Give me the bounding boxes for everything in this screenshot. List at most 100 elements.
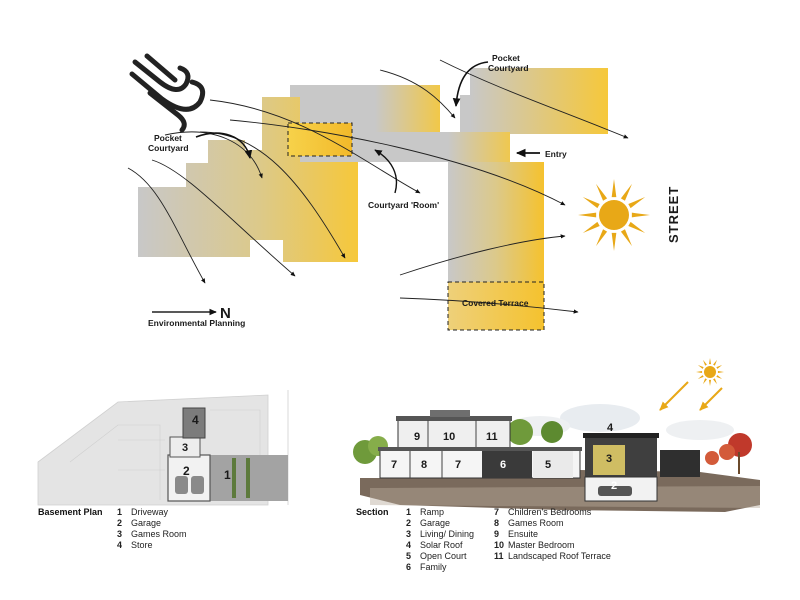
family-room-dark [482,451,532,478]
sun-ray [699,387,723,411]
sun-disc [599,200,629,230]
legend-number: 9 [494,529,500,539]
section-room-10: 10 [443,431,455,443]
legend-item: 1 Driveway [117,507,187,518]
pocket-courtyard-top-label: Pocket Courtyard [488,53,529,73]
legend-number: 2 [117,518,123,528]
legend-number: 3 [117,529,123,539]
legend-label: Store [131,540,153,550]
legend-item: 2 Garage [117,518,187,529]
legend-label: Ramp [420,507,445,517]
pocket-courtyard-left-arrow [195,132,253,159]
entry-label: Entry [545,149,567,159]
sun-ray [697,365,704,369]
legend-label: Ensuite [508,529,539,539]
legend-number: 2 [406,518,412,528]
legend-item: 4 Solar Roof [406,540,474,551]
section-room-11: 11 [486,431,498,443]
legend-item: 11 Landscaped Roof Terrace [494,551,611,562]
legend-item: 9 Ensuite [494,529,611,540]
environmental-plan: Pocket Courtyard Pocket Courtyard Entry … [127,53,681,331]
section-car [598,486,632,496]
legend-number: 8 [494,518,500,528]
section-room-2: 2 [611,480,617,492]
sun-ray [628,221,646,233]
sun-ray [582,197,600,209]
legend-label: Open Court [420,551,467,561]
legend-number: 1 [117,507,123,517]
sun-ray [716,365,723,369]
section-room-7a: 7 [391,459,397,471]
section-title: Section [356,507,389,517]
sun-ray [713,359,717,366]
covered-terrace-label: Covered Terrace [462,298,529,308]
sun-ray [578,212,597,218]
upper-floor [397,419,511,449]
sun-ray [620,229,632,247]
sun-ray [611,232,617,251]
pocket-courtyard-top-arrow [452,61,489,107]
sun-ray [582,221,600,233]
legend-number: 11 [494,551,504,561]
section-sun-icon [696,358,724,386]
basement-room-2: 2 [183,464,190,478]
sun-ray [696,370,703,374]
north-wing-sun-band [470,68,608,134]
courtyard-room-arrow [374,149,398,194]
open-court [533,451,573,478]
upper-roof [396,416,512,421]
legend-number: 4 [117,540,123,550]
legend-label: Garage [131,518,162,528]
ground-fade [370,486,760,508]
north-wing-mid-band [375,85,440,132]
legend-item: 4 Store [117,540,187,551]
car-icon [175,476,204,494]
wind-icon [129,53,206,133]
sun-disc [704,366,716,378]
north-label: N [220,305,231,322]
legend-number: 10 [494,540,505,550]
airflow-lines [127,59,629,314]
basement-room-4: 4 [192,413,199,427]
ground-floor-slab [378,447,582,451]
legend-label: Solar Roof [420,540,463,550]
section-room-8: 8 [421,459,427,471]
courtyard-room-label: Courtyard 'Room' [368,200,439,210]
sun-ray [708,358,712,365]
sun-ray [697,375,704,379]
environmental-planning-caption: Environmental Planning [148,318,245,328]
legend-label: Landscaped Roof Terrace [508,551,611,561]
sun-ray [620,183,632,201]
legend-number: 4 [406,540,412,550]
sun-ray [716,375,723,379]
section-room-4: 4 [607,422,614,434]
legend-label: Garage [420,518,451,528]
sun-ray [717,370,724,374]
legend-label: Master Bedroom [508,540,575,550]
section-room-9: 9 [414,431,420,443]
legend-item: 2 Garage [406,518,474,529]
sun-ray [631,212,650,218]
east-wing [448,162,544,282]
sun-ray [628,197,646,209]
living-window [593,445,625,475]
covered-terrace-fill [448,282,544,330]
street-label: STREET [666,186,681,243]
pocket-courtyard-left-label: Pocket Courtyard [148,133,189,153]
legend-label: Driveway [131,507,169,517]
basement-plan: 1 2 3 4 [37,390,289,506]
legend-label: Children's Bedrooms [508,507,592,517]
basement-room-1: 1 [224,468,231,482]
ground [360,470,760,512]
sun-ray [596,183,608,201]
legend-number: 3 [406,529,412,539]
driveway-hedge [232,458,250,498]
